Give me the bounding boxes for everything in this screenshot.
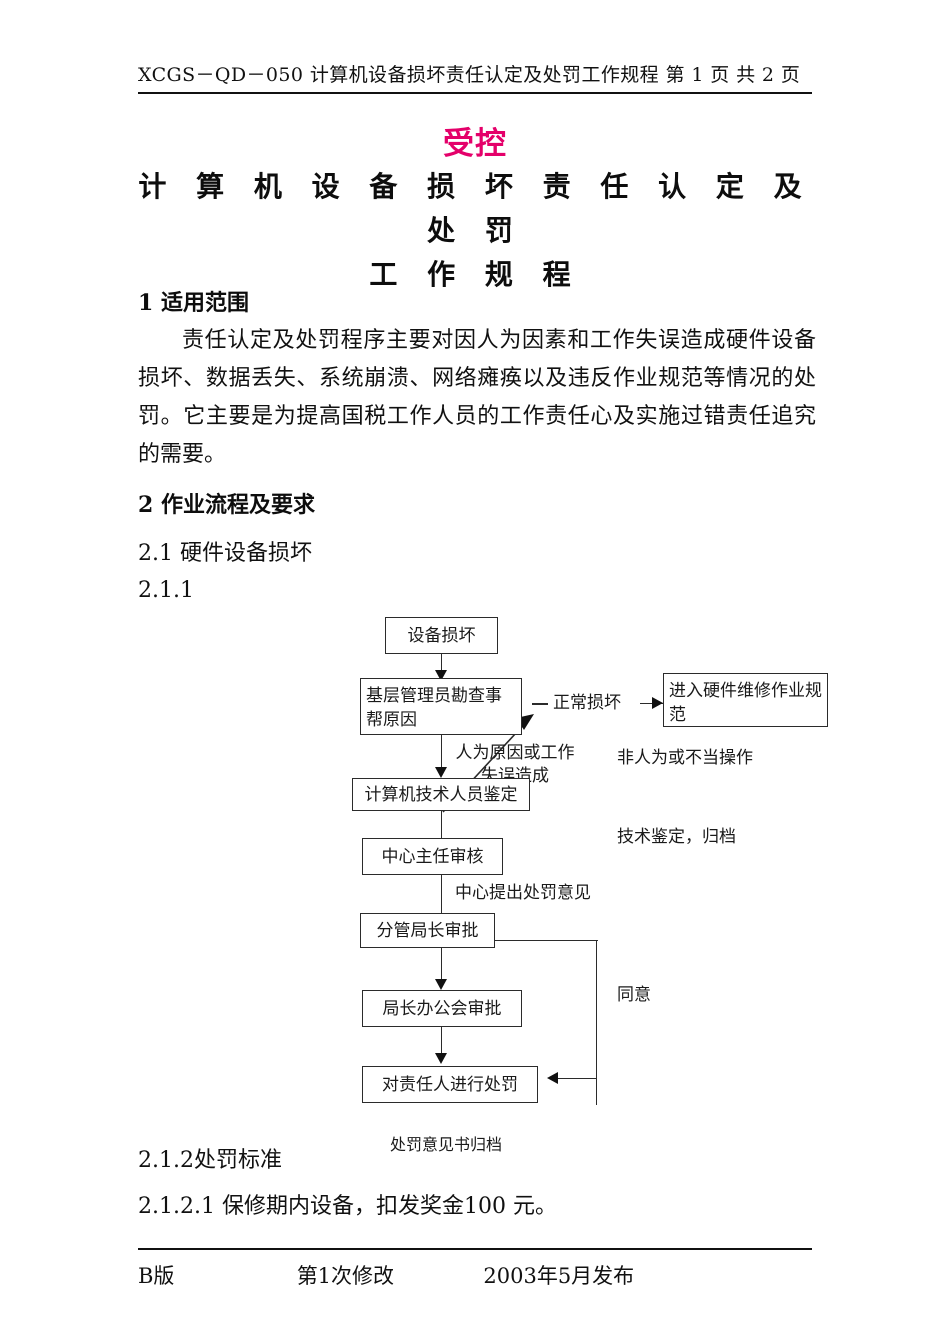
flow-box-punish-responsible-person[interactable]: 对责任人进行处罚 [362, 1066, 538, 1103]
flow-label-normal-damage: 正常损坏 [553, 693, 621, 713]
dash-separator [532, 703, 548, 705]
page-footer: B版 第1次修改 2003年5月发布 [138, 1260, 812, 1290]
footer-revision: 第1次修改 [296, 1264, 395, 1288]
flow-label-punishment-archive: 处罚意见书归档 [390, 1135, 503, 1154]
flow-label-technical-archive: 技术鉴定，归档 [617, 827, 736, 847]
arrow-down-icon [435, 979, 447, 990]
header-divider [138, 92, 812, 94]
connector-deputy-to-office [441, 948, 442, 981]
controlled-stamp: 受控 [443, 126, 507, 162]
connector-damage-to-investigation [441, 654, 442, 674]
connector-deputy-branch-vertical [596, 940, 597, 1105]
flow-box-equipment-damage[interactable]: 设备损坏 [385, 617, 498, 654]
flow-box-technician-appraisal[interactable]: 计算机技术人员鉴定 [352, 778, 530, 811]
connector-deputy-branch-horizontal [495, 940, 598, 941]
footer-version: B版 [138, 1264, 175, 1288]
header-title: XCGS－QD－050 计算机设备损坏责任认定及处罚工作规程 第 1 页 共 2… [138, 64, 801, 86]
section-2-1-heading: 2.1 硬件设备损坏 [138, 541, 312, 566]
flow-label-agree: 同意 [617, 985, 651, 1005]
flow-box-hardware-repair-spec[interactable]: 进入硬件维修作业规范 [663, 673, 828, 727]
connector-office-to-punish [441, 1027, 442, 1055]
arrow-right-icon [652, 697, 663, 709]
flow-box-deputy-director-approval[interactable]: 分管局长审批 [360, 913, 495, 948]
connector-agree-to-punish [556, 1078, 596, 1079]
flow-label-center-punishment-opinion: 中心提出处罚意见 [455, 883, 591, 903]
workflow-diagram: 设备损坏 基层管理员勘查事帮原因 正常损坏 进入硬件维修作业规范 人为原因或工作… [0, 600, 950, 1160]
title-line-2: 工 作 规 程 [369, 258, 581, 291]
connector-investigation-to-technician [441, 735, 442, 768]
section-1-paragraph: 责任认定及处罚程序主要对因人为因素和工作失误造成硬件设备损坏、数据丢失、系统崩溃… [138, 328, 816, 467]
flow-box-director-office-approval[interactable]: 局长办公会审批 [362, 990, 522, 1027]
footer-divider [138, 1248, 812, 1250]
arrow-left-icon [547, 1072, 558, 1084]
section-2-heading: 2 作业流程及要求 [138, 492, 315, 518]
flow-box-grassroots-investigation[interactable]: 基层管理员勘查事帮原因 [360, 678, 522, 735]
connector-technician-to-director [441, 811, 442, 838]
page-header: XCGS－QD－050 计算机设备损坏责任认定及处罚工作规程 第 1 页 共 2… [138, 60, 812, 87]
arrow-down-icon [435, 767, 447, 778]
page-title: 计 算 机 设 备 损 坏 责 任 认 定 及 处 罚 工 作 规 程 [138, 165, 812, 297]
title-line-1: 计 算 机 设 备 损 坏 责 任 认 定 及 处 罚 [138, 170, 812, 247]
section-2-1-1-heading: 2.1.1 [138, 578, 194, 603]
connector-director-to-deputy [441, 875, 442, 913]
section-2-1-2-heading: 2.1.2处罚标准 [138, 1148, 282, 1173]
arrow-down-icon [435, 1053, 447, 1064]
flow-box-center-director-review[interactable]: 中心主任审核 [362, 838, 503, 875]
flow-label-non-human-cause: 非人为或不当操作 [617, 748, 753, 768]
section-2-1-2-1-text: 2.1.2.1 保修期内设备，扣发奖金100 元。 [138, 1194, 557, 1219]
arrow-down-icon [435, 670, 447, 681]
footer-issue-date: 2003年5月发布 [483, 1264, 635, 1288]
section-1-heading: 1 适用范围 [138, 290, 249, 316]
